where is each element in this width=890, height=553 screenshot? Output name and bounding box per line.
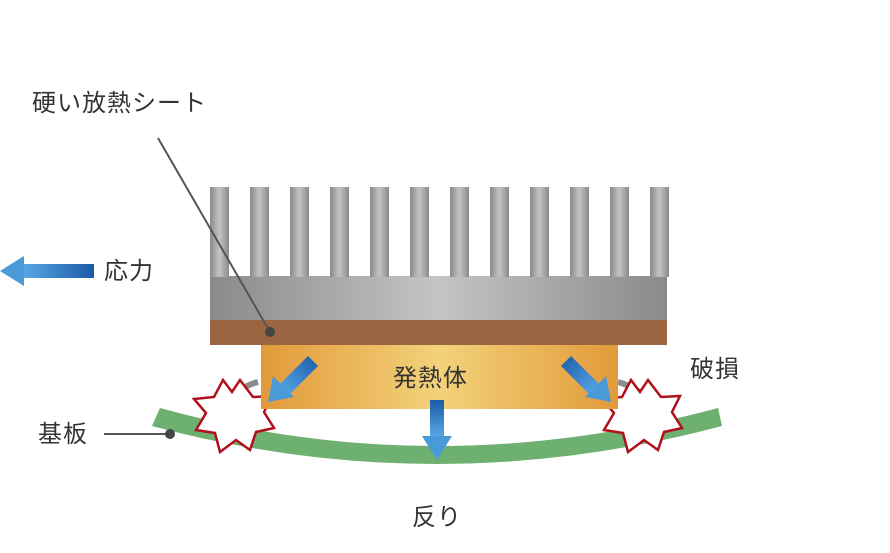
damage-burst-icon-right — [599, 377, 684, 455]
substrate-label: 基板 — [38, 420, 88, 448]
substrate-leader-dot — [165, 429, 175, 439]
heat-sink-base — [210, 276, 667, 321]
heat-sink-fin — [570, 187, 589, 277]
heat-sink-fin — [370, 187, 389, 277]
heat-source-label: 発熱体 — [393, 364, 468, 392]
heat-sink-fin — [450, 187, 469, 277]
heat-sink-fin — [330, 187, 349, 277]
heat-sink-fin — [610, 187, 629, 277]
heat-sink-fin — [490, 187, 509, 277]
diagonal-arrow-icon-right — [561, 356, 611, 402]
stress-arrow-icon — [0, 256, 94, 286]
sheet-leader-line — [157, 137, 271, 333]
heat-sink-fin — [250, 187, 269, 277]
heat-sink-fin — [530, 187, 549, 277]
heat-sink-fin — [410, 187, 429, 277]
down-arrow-icon — [422, 400, 452, 460]
heat-sink-fin — [650, 187, 669, 277]
diagonal-arrow-icon-left — [268, 356, 318, 402]
heat-sink-fin — [290, 187, 309, 277]
warp-label: 反り — [412, 503, 462, 531]
heat-source-block — [261, 345, 618, 409]
heat-sink — [210, 187, 669, 321]
sheet-leader-dot — [265, 327, 275, 337]
stress-label: 応力 — [104, 257, 154, 285]
substrate-board — [152, 408, 722, 464]
damage-label: 破損 — [690, 355, 740, 383]
thermal-sheet — [210, 320, 667, 345]
hard-sheet-label: 硬い放熱シート — [32, 89, 207, 117]
